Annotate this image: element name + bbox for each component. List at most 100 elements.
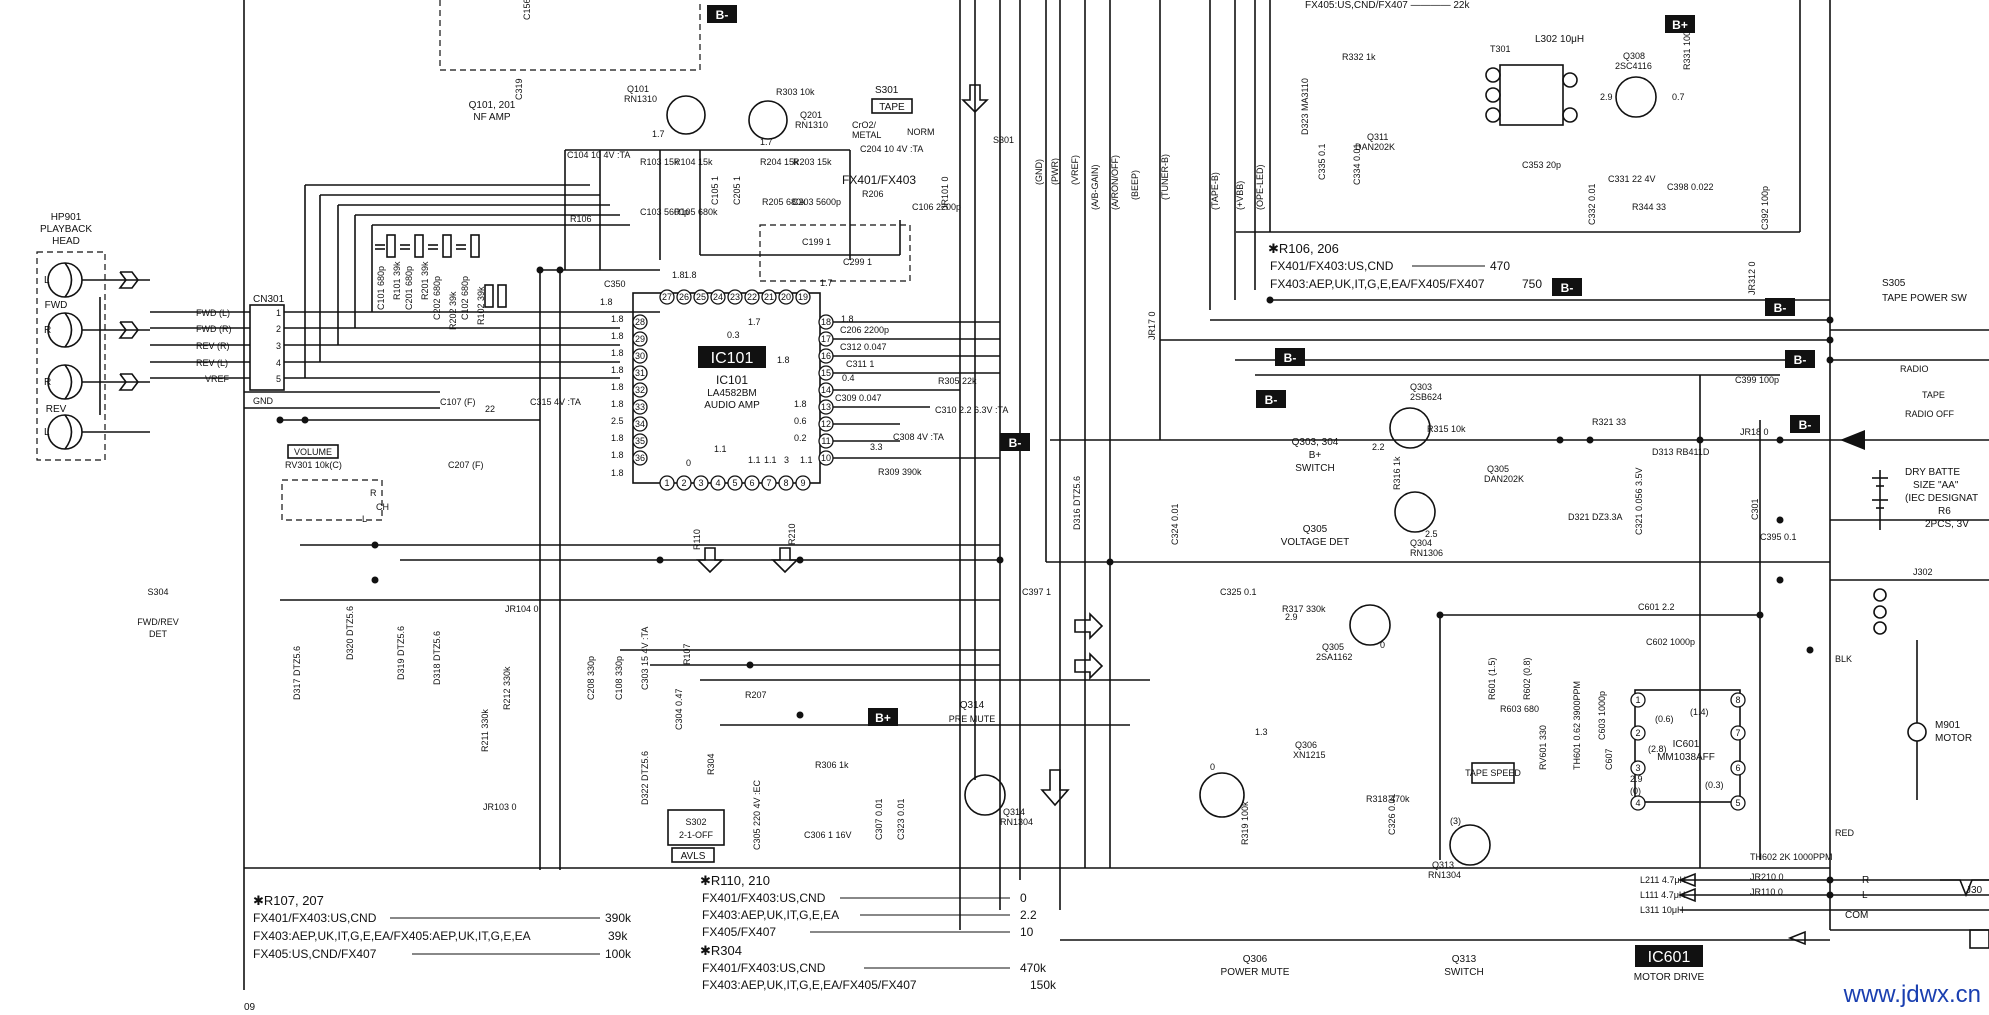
motor-m901: M901 xyxy=(1935,720,1960,731)
volume-label: VOLUME xyxy=(294,447,332,457)
net-label-tuner: (TUNER-B) xyxy=(1160,154,1170,200)
svg-text:9: 9 xyxy=(800,478,805,488)
svg-text:21: 21 xyxy=(764,292,774,302)
svg-text:11: 11 xyxy=(821,436,830,446)
q308-label: Q308 xyxy=(1623,51,1645,61)
note-r107-v3: 100k xyxy=(605,947,632,961)
svg-text:34: 34 xyxy=(635,419,645,429)
c301: C301 xyxy=(1750,498,1760,520)
c323: C323 0.01 xyxy=(896,798,906,840)
volt-40: (0.6) xyxy=(1655,714,1674,724)
q304-label: Q304 xyxy=(1410,538,1432,548)
jr103: JR103 0 xyxy=(483,802,517,812)
q305b-part: 2SA1162 xyxy=(1316,652,1352,662)
d319: D319 DTZ5.6 xyxy=(396,626,406,680)
c202: C202 680p xyxy=(432,276,442,320)
volt-5: 0.3 xyxy=(727,330,740,340)
radio-label: RADIO xyxy=(1900,364,1929,374)
q313-part: RN1304 xyxy=(1428,870,1461,880)
volt-17: 1.8 xyxy=(611,433,624,443)
net-label-abgain: (A/B-GAIN) xyxy=(1090,164,1100,210)
c103: C103 5600p xyxy=(640,207,689,217)
c311: C311 1 xyxy=(846,359,874,369)
r206: R206 xyxy=(862,189,884,199)
volt-44: (0) xyxy=(1630,786,1641,796)
volt-19: 1.8 xyxy=(611,468,624,478)
volt-8: 1.8 xyxy=(600,297,613,307)
c312: C312 0.047 xyxy=(840,342,887,352)
c303: C303 15 4V :TA xyxy=(640,627,650,690)
ic601-desc: MOTOR DRIVE xyxy=(1634,972,1705,983)
r306: R306 1k xyxy=(815,760,849,770)
svg-text:26: 26 xyxy=(679,292,689,302)
q314-b-label: Q314 xyxy=(1003,807,1025,817)
badge-b-minus-1: B- xyxy=(716,8,729,22)
l311-label: L311 10μH xyxy=(1640,905,1684,915)
r103: R103 15k xyxy=(640,157,679,167)
volt-2: 1.7 xyxy=(760,137,773,147)
q308-part: 2SC4116 xyxy=(1615,61,1652,71)
battery-line-3: (IEC DESIGNAT xyxy=(1905,493,1978,504)
r102: R102 39k xyxy=(476,286,486,325)
jr210-label: JR210 0 xyxy=(1750,872,1784,882)
svg-text:4: 4 xyxy=(1635,798,1640,808)
note-r106-l2: FX403:AEP,UK,IT,G,E,EA/FX405/FX407 xyxy=(1270,277,1485,291)
badge-b-minus-4: B- xyxy=(1265,393,1278,407)
svg-text:23: 23 xyxy=(730,292,740,302)
volt-11: 1.8 xyxy=(611,331,624,341)
svg-text:2: 2 xyxy=(1635,728,1640,738)
note-r106-v2: 750 xyxy=(1522,277,1542,291)
note-r106-l1: FX401/FX403:US,CND xyxy=(1270,259,1394,273)
s301-cro2: CrO2/ xyxy=(852,120,877,130)
volt-12: 1.8 xyxy=(611,348,624,358)
svg-text:13: 13 xyxy=(821,402,831,412)
head-title-1: HP901 xyxy=(51,212,82,223)
note-r110-v2: 2.2 xyxy=(1020,908,1037,922)
head-l-2: L xyxy=(44,427,50,438)
c204: C204 10 4V :TA xyxy=(860,144,923,154)
voltage-labels: 1.7 1.7 1.8 1.8 0.3 1.7 1.8 1.8 1.7 1.8 … xyxy=(600,92,1724,826)
c107: C107 (F) xyxy=(440,397,476,407)
page-number: 09 xyxy=(244,1002,256,1013)
dashed-box-top xyxy=(36,0,911,461)
playback-head xyxy=(47,262,150,450)
c108: C108 330p xyxy=(614,656,624,700)
q201-part: RN1310 xyxy=(795,120,828,130)
volt-41: (2.8) xyxy=(1648,744,1667,754)
d317: D317 DTZ5.6 xyxy=(292,646,302,700)
note-r107-head: ✱R107, 207 xyxy=(253,893,324,908)
d320: D320 DTZ5.6 xyxy=(345,606,355,660)
avls-label: AVLS xyxy=(681,851,706,862)
c326: C326 0.01 xyxy=(1387,793,1397,835)
c309: C309 0.047 xyxy=(835,393,882,403)
q303-304-label: Q303, 304 xyxy=(1292,437,1339,448)
head-title-2: PLAYBACK xyxy=(40,224,92,235)
net-label-gnd: (GND) xyxy=(1034,159,1044,185)
c307: C307 0.01 xyxy=(874,798,884,840)
svg-text:25: 25 xyxy=(696,292,706,302)
q305-label: Q305 xyxy=(1487,464,1509,474)
q305-part: DAN202K xyxy=(1484,474,1524,484)
head-title-3: HEAD xyxy=(52,236,80,247)
cn-line-3: REV (R) xyxy=(196,341,230,351)
component-labels: C104 10 4V :TA R103 15k R104 15k R204 15… xyxy=(292,0,1833,862)
volume-ch: CH xyxy=(376,502,389,512)
volt-43: 2.9 xyxy=(1630,774,1643,784)
svg-text:7: 7 xyxy=(766,478,771,488)
d313: D313 RB411D xyxy=(1652,447,1710,457)
volt-1: 1.7 xyxy=(652,129,665,139)
head-rev: REV xyxy=(46,404,67,415)
svg-text:10: 10 xyxy=(821,453,831,463)
ic101-wires xyxy=(280,0,1989,941)
q306-label: Q306 xyxy=(1295,740,1317,750)
cn-pin-4: 4 xyxy=(276,358,281,368)
note-r107-v1: 390k xyxy=(605,911,632,925)
note-r110-v3: 10 xyxy=(1020,925,1034,939)
c324: C324 0.01 xyxy=(1170,503,1180,545)
svg-text:36: 36 xyxy=(635,453,645,463)
svg-text:6: 6 xyxy=(749,478,754,488)
c199: C199 1 xyxy=(802,237,831,247)
ic601-tag: IC601 IC601 MM1038AFF MOTOR DRIVE xyxy=(1634,739,1715,983)
voltage-det-label: VOLTAGE DET xyxy=(1281,537,1350,548)
